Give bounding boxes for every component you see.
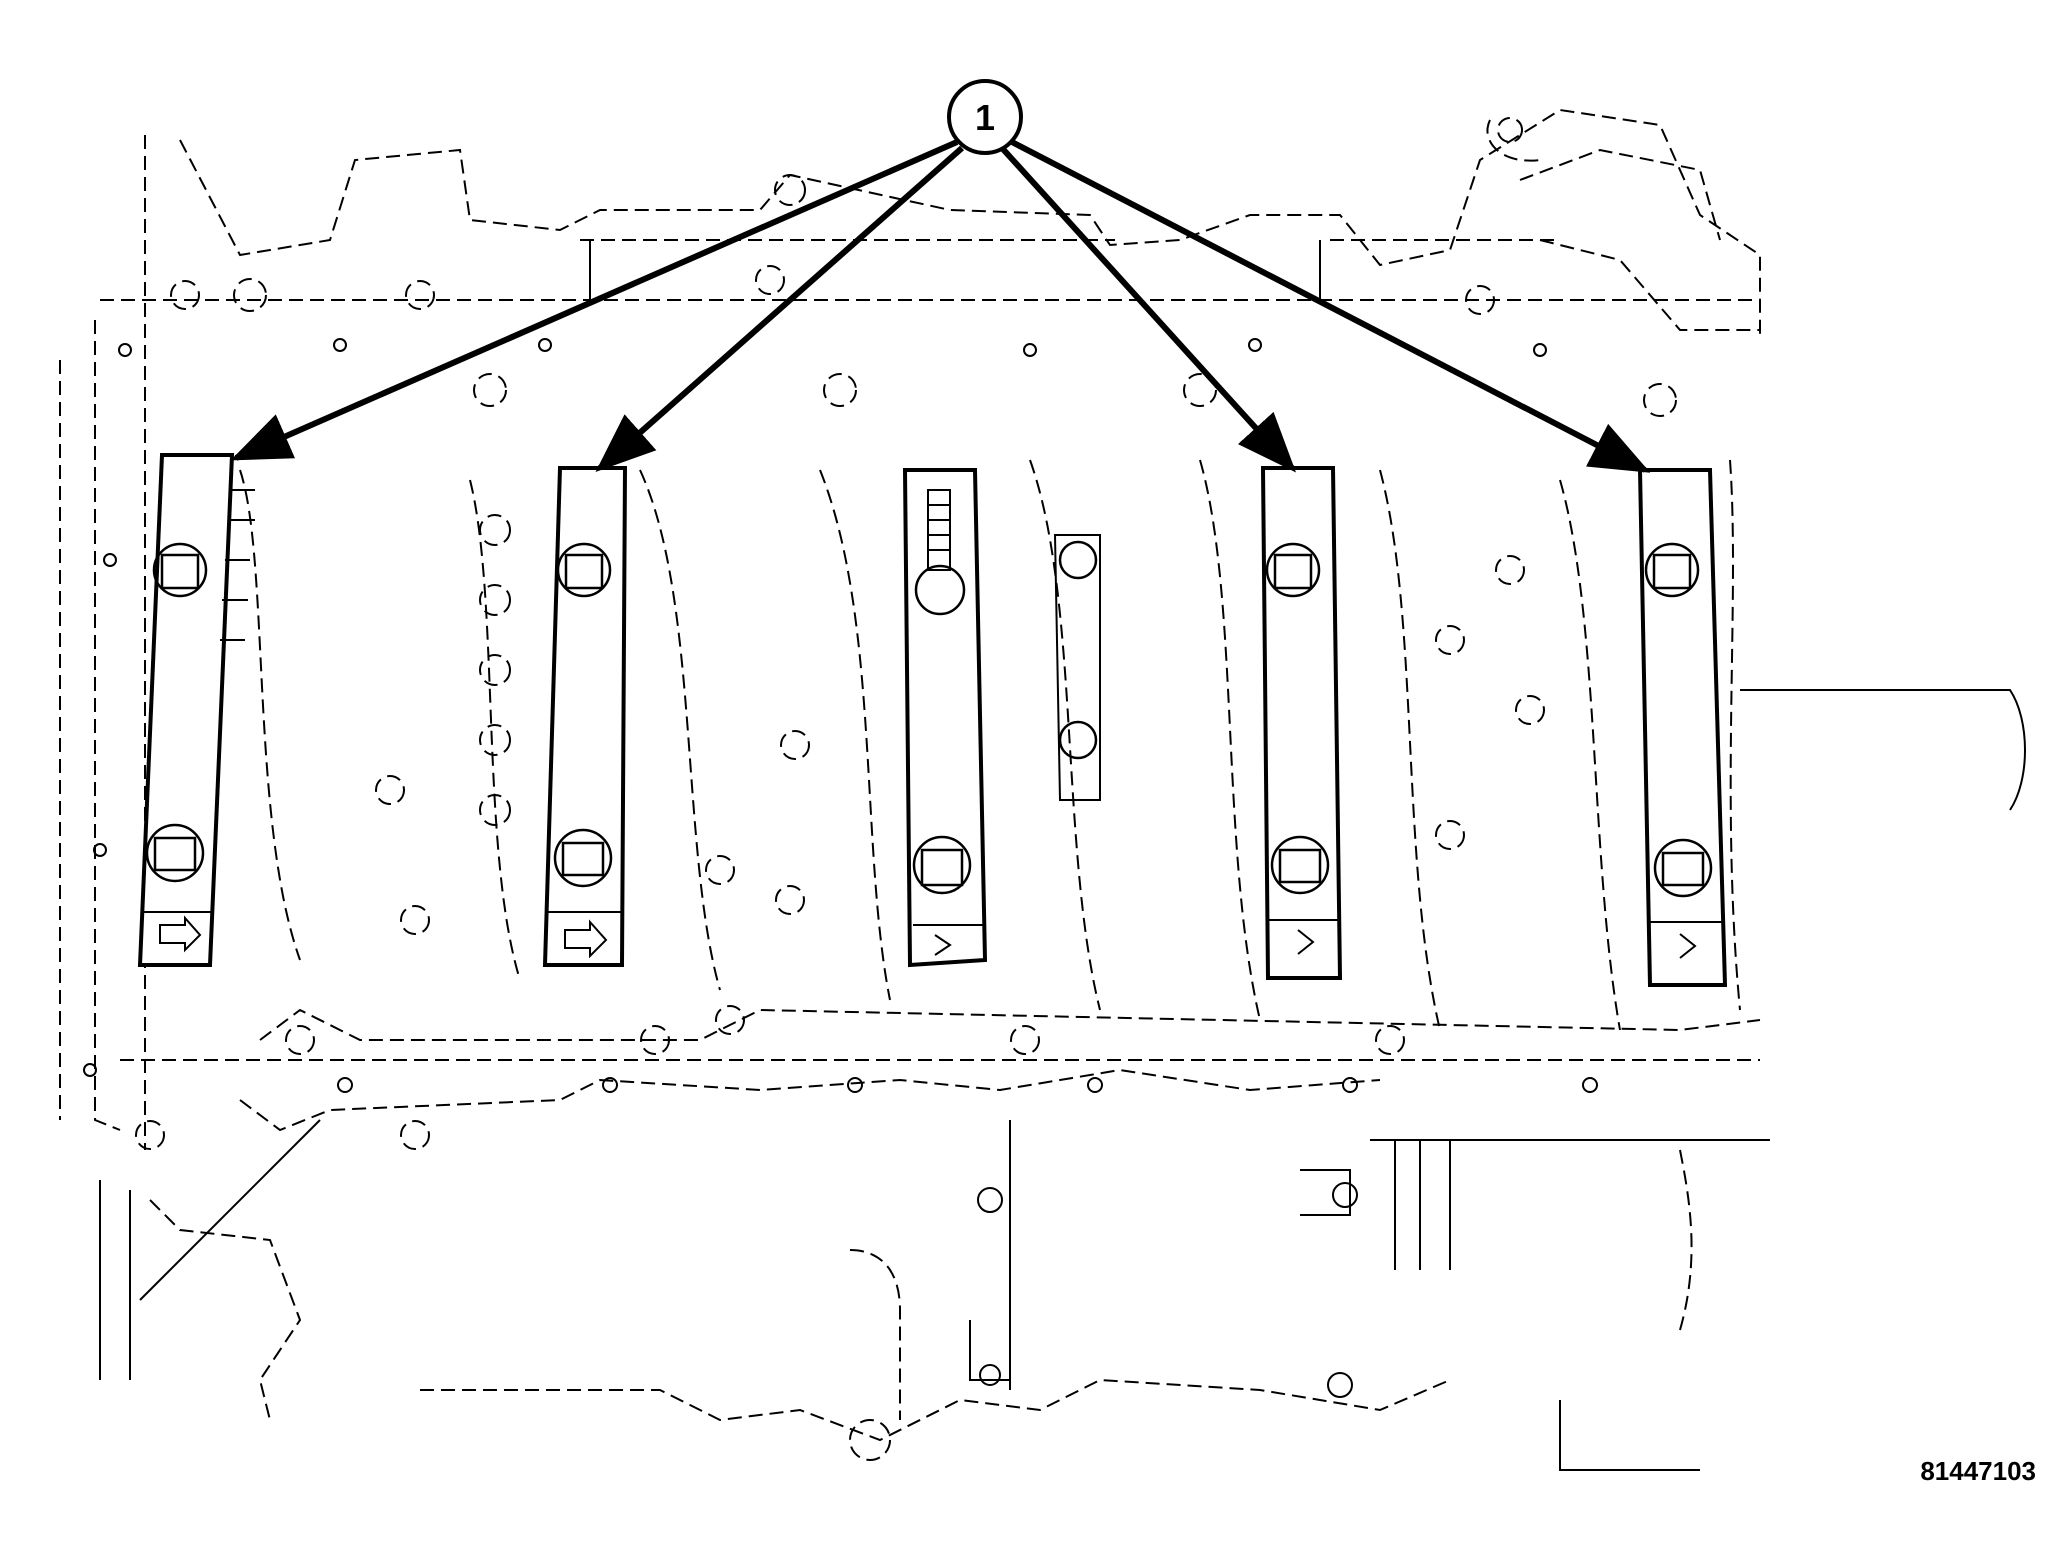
leader-line-4 [1010, 139, 1651, 473]
figure-id: 81447103 [1920, 1456, 2036, 1486]
main-bearing-cap-2 [542, 466, 628, 967]
callout-label: 1 [975, 97, 995, 138]
main-bearing-cap-5 [1637, 468, 1728, 987]
leader-line-2 [595, 145, 964, 472]
leader-line-3 [999, 145, 1297, 473]
block-holes [83, 117, 1677, 1461]
engine-block-solid-lines [99, 240, 1770, 1471]
main-bearing-cap-center [902, 468, 988, 968]
main-bearing-cap-4 [1260, 466, 1343, 980]
connecting-rod [1053, 534, 1101, 801]
callout-leaders [230, 139, 1651, 473]
callout-bubble: 1 [947, 79, 1023, 155]
main-bearing-cap-1 [137, 453, 255, 967]
engine-block-outline [59, 108, 2026, 1442]
leader-line-1 [230, 139, 959, 461]
